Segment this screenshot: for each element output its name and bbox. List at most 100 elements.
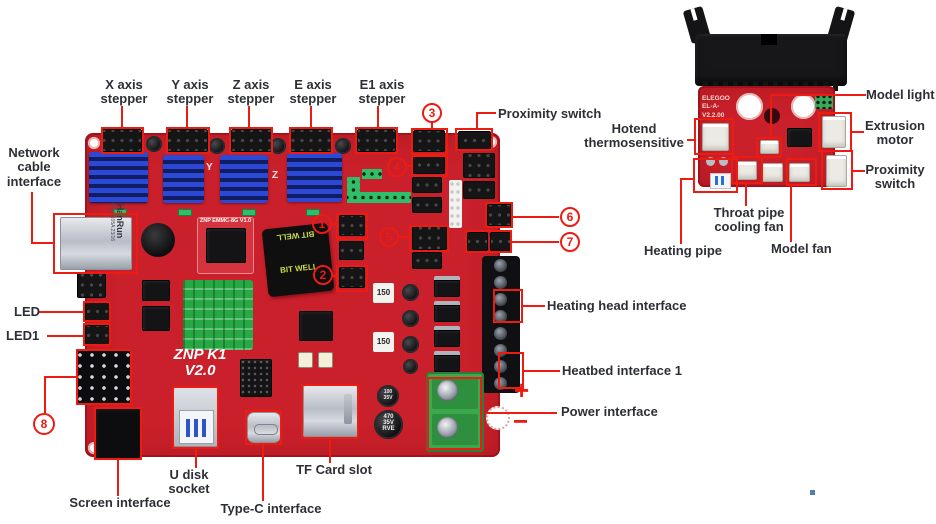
push-button: [298, 352, 313, 368]
leader-line: [476, 112, 478, 128]
pin-header: [815, 96, 833, 109]
leader-line: [186, 106, 188, 127]
callout5-connector: [412, 226, 447, 250]
leader-line: [745, 184, 747, 206]
label-network: Network cable interface: [6, 145, 62, 189]
label-e1-stepper: E1 axis stepper: [358, 77, 406, 107]
axis-letter-z: Z: [272, 170, 279, 181]
screen-connector: [95, 408, 141, 459]
leader-line: [262, 445, 264, 501]
leader-line: [117, 460, 119, 496]
highlight-e1-stepper: [355, 127, 398, 154]
callout3-connector: [413, 130, 445, 152]
capacitor: [146, 136, 162, 152]
driver-heatsink: [287, 153, 342, 202]
mounting-hole: [88, 137, 100, 149]
highlight-heatbed: [498, 352, 524, 389]
z-stepper-connector: [231, 129, 272, 152]
leader-line: [513, 216, 559, 218]
capacitor-470: 470 35V RVE: [374, 410, 403, 439]
capacitor: [402, 284, 419, 301]
leader-line: [852, 131, 864, 133]
highlight-x-stepper: [101, 127, 144, 154]
model-light-hole: [764, 108, 780, 124]
jumper: [306, 209, 320, 216]
label-udisk: U disk socket: [168, 467, 210, 497]
leader-line: [790, 186, 792, 242]
axis-letter-y: Y: [206, 162, 213, 173]
model-fan-connector: [789, 163, 810, 182]
highlight-callout2: [336, 265, 368, 292]
leader-line: [332, 275, 337, 277]
capacitor: [719, 157, 728, 166]
capacitor: [402, 310, 419, 327]
supercap-module: BIT WELL BIT WELL: [261, 222, 335, 298]
y-stepper-connector: [167, 129, 208, 152]
mcu-chip: [299, 311, 333, 341]
push-button: [318, 352, 333, 368]
leader-line: [39, 311, 83, 313]
mosfet: [434, 326, 460, 347]
label-hotend-thermo: Hotend thermosensitive: [584, 121, 684, 151]
terminal-screw: [494, 259, 507, 272]
rj45-jack: HanRun HR911105A 23/16: [60, 201, 132, 270]
emmc-module: ZNP EMMC-8G V1.0: [197, 217, 254, 274]
proximity-connector: [458, 131, 491, 150]
extruder-silkscreen: ELEGOO EL-A- V2.2.00: [702, 95, 730, 119]
jumper: [178, 209, 192, 216]
usb-a-socket: [173, 387, 218, 447]
leader-line: [44, 376, 76, 378]
leader-line: [687, 139, 694, 141]
model-light-connector: [760, 140, 779, 154]
label-proximity-switch: Proximity switch: [498, 106, 602, 121]
wifi-module: [240, 359, 272, 397]
leader-line: [680, 178, 682, 244]
connector: [463, 153, 495, 178]
label-led1: LED1: [6, 328, 40, 343]
pin-header: [362, 169, 382, 179]
buzzer: [141, 223, 175, 257]
callout1-connector: [339, 215, 365, 236]
label-heating-head: Heating head interface: [547, 298, 687, 313]
label-throat-fan: Throat pipe cooling fan: [713, 205, 785, 235]
proximity-switch-connector: [826, 155, 847, 187]
connector: [77, 272, 106, 298]
driver-chip: [787, 128, 812, 147]
e-stepper-connector: [290, 129, 332, 152]
callout-5: 5: [379, 227, 399, 247]
extrusion-motor-connector: [822, 116, 846, 148]
e1-stepper-connector: [357, 129, 396, 152]
capacitor: [403, 359, 418, 374]
highlight-led1: [83, 323, 111, 346]
leader-line: [31, 242, 53, 244]
board-name: ZNP K1 V2.0: [173, 346, 227, 379]
highlight-model-fan: [786, 158, 817, 186]
label-x-stepper: X axis stepper: [100, 77, 148, 107]
leader-line: [329, 439, 331, 463]
mounting-hole: [736, 93, 763, 120]
callout-3: 3: [422, 103, 442, 123]
highlight-callout6: [485, 202, 513, 228]
callout7-connector: [467, 232, 488, 251]
terminal-screw: [494, 360, 507, 373]
label-typec: Type-C interface: [220, 501, 322, 516]
leader-line: [770, 94, 772, 137]
callout-8: 8: [33, 413, 55, 435]
label-heatbed: Heatbed interface 1: [562, 363, 682, 378]
leader-line: [512, 241, 559, 243]
highlight-z-stepper: [229, 127, 273, 154]
heating-pipe-part: [710, 173, 731, 189]
highlight-callout8: [76, 349, 132, 405]
idc-connector: [695, 34, 847, 86]
ram-chip: [142, 280, 170, 301]
led1-connector: [85, 325, 110, 346]
capacitor: [402, 336, 419, 353]
fan-connector: [762, 163, 783, 182]
power-screw: [437, 417, 458, 438]
jumper: [242, 209, 256, 216]
callout8-header: [77, 350, 131, 404]
driver-heatsink: [163, 155, 204, 203]
mounting-hole: [486, 406, 510, 430]
capacitor: [209, 138, 225, 154]
